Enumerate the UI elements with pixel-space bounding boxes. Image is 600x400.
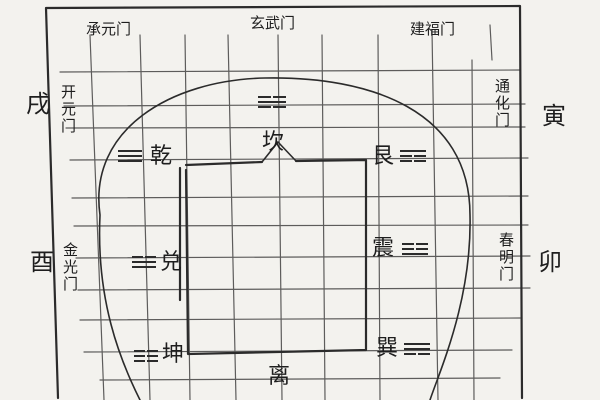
gate-kaiyuan: 开元门 — [59, 84, 77, 135]
gate-jianfu: 建福门 — [410, 20, 456, 38]
trigram-kun-symbol — [134, 350, 158, 362]
gate-jinguang: 金光门 — [61, 242, 79, 293]
trigram-li-label: 离 — [268, 364, 291, 389]
trigram-zhen-symbol — [402, 243, 428, 255]
branch-you: 酉 — [30, 248, 54, 276]
trigram-dui-label: 兑 — [160, 250, 183, 275]
trigram-zhen-label: 震 — [372, 236, 395, 261]
gate-xuanwu: 玄武门 — [250, 14, 296, 32]
grid-lines — [59, 24, 531, 400]
gate-chunming: 春明门 — [497, 232, 515, 283]
trigram-gen-label: 艮 — [372, 144, 395, 169]
trigram-xun-label: 巽 — [376, 336, 399, 361]
branch-yin: 寅 — [542, 102, 566, 130]
city-wall-circle — [98, 77, 471, 400]
trigram-kan-label: 坎 — [262, 130, 285, 155]
trigram-xun-symbol — [404, 343, 430, 355]
trigram-gen-symbol — [400, 150, 426, 162]
branch-xu: 戌 — [26, 90, 50, 118]
trigram-qian-symbol — [118, 150, 142, 162]
trigram-qian-label: 乾 — [150, 144, 173, 169]
gate-chengyuan: 承元门 — [86, 20, 132, 38]
trigram-dui-symbol — [132, 256, 156, 268]
kan-arrow — [261, 141, 297, 163]
trigram-kun-label: 坤 — [162, 342, 185, 367]
gate-tonghua: 通化门 — [493, 78, 511, 129]
outer-frame — [44, 4, 524, 400]
palace-rectangle — [178, 158, 368, 356]
trigram-kan-symbol — [258, 96, 286, 108]
branch-mao: 卯 — [538, 248, 562, 276]
